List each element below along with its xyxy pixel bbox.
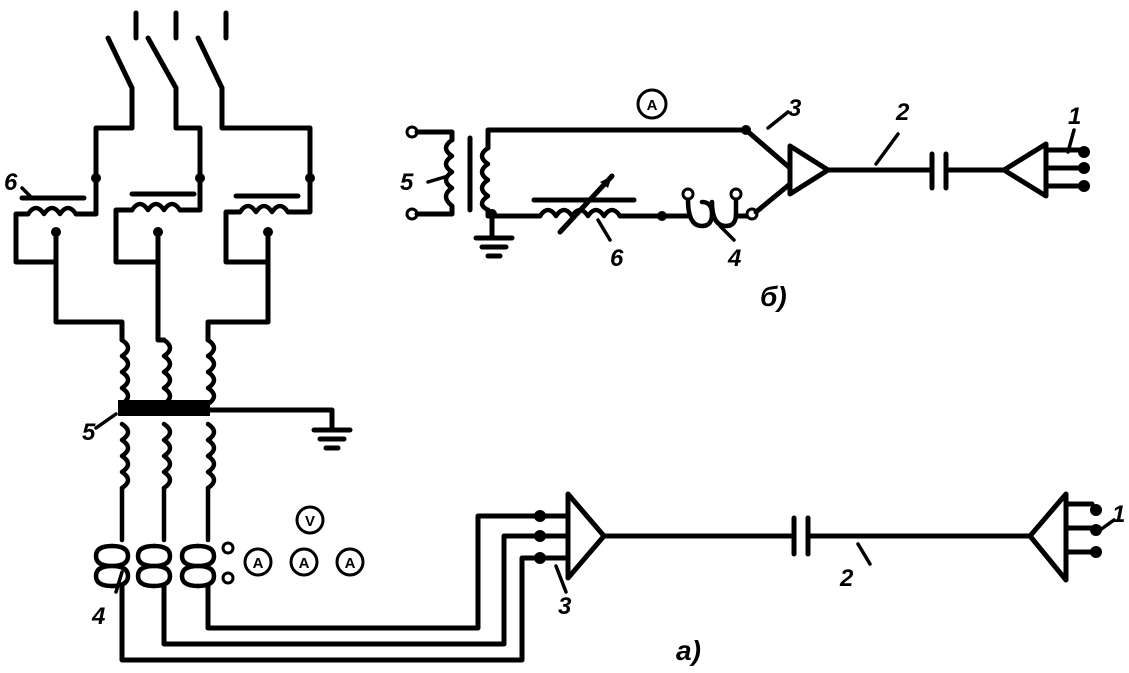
voltmeter-icon — [295, 505, 325, 535]
label-6-b: 6 — [610, 245, 624, 272]
label-1-b: 1 — [1068, 103, 1081, 130]
capacitor-2-b — [874, 132, 1007, 191]
label-1: 1 — [1112, 501, 1125, 528]
ammeter-icon — [335, 547, 365, 577]
ammeter-icon — [289, 547, 319, 577]
amplifier-3-b — [741, 125, 935, 215]
meters-panel-a: V A A A — [243, 505, 365, 577]
instrument-coil-4 — [659, 187, 759, 229]
label-3-b: 3 — [788, 95, 802, 122]
ammeter-icon — [243, 547, 273, 577]
caption-a: а) — [676, 635, 701, 666]
receiver-1 — [1027, 491, 1116, 583]
panel-a: V A A A — [4, 10, 1125, 666]
ammeter-label: A — [299, 555, 310, 572]
label-2: 2 — [839, 565, 854, 592]
label-5: 5 — [82, 419, 96, 446]
three-phase-switch — [91, 10, 315, 213]
voltmeter-label: V — [305, 513, 315, 530]
label-3: 3 — [558, 593, 572, 620]
label-6: 6 — [4, 169, 18, 196]
ammeter-label: A — [345, 555, 356, 572]
voltage-transformer-5 — [118, 337, 353, 491]
caption-b: б) — [760, 281, 787, 312]
instrument-coils-4 — [93, 485, 235, 589]
ammeter-label: A — [253, 555, 264, 572]
ammeter-icon — [636, 88, 668, 120]
ammeter-label: A — [647, 97, 658, 114]
panel-b: A — [400, 88, 1090, 312]
label-4: 4 — [91, 603, 105, 630]
amplifier-3 — [537, 491, 795, 581]
label-4-b: 4 — [727, 245, 741, 272]
capacitor-2 — [791, 515, 1033, 566]
label-2-b: 2 — [895, 99, 910, 126]
label-5-b: 5 — [400, 169, 414, 196]
transformer-5 — [405, 125, 749, 259]
variable-coil-6 — [531, 173, 667, 235]
receiver-1-b — [1001, 128, 1090, 199]
